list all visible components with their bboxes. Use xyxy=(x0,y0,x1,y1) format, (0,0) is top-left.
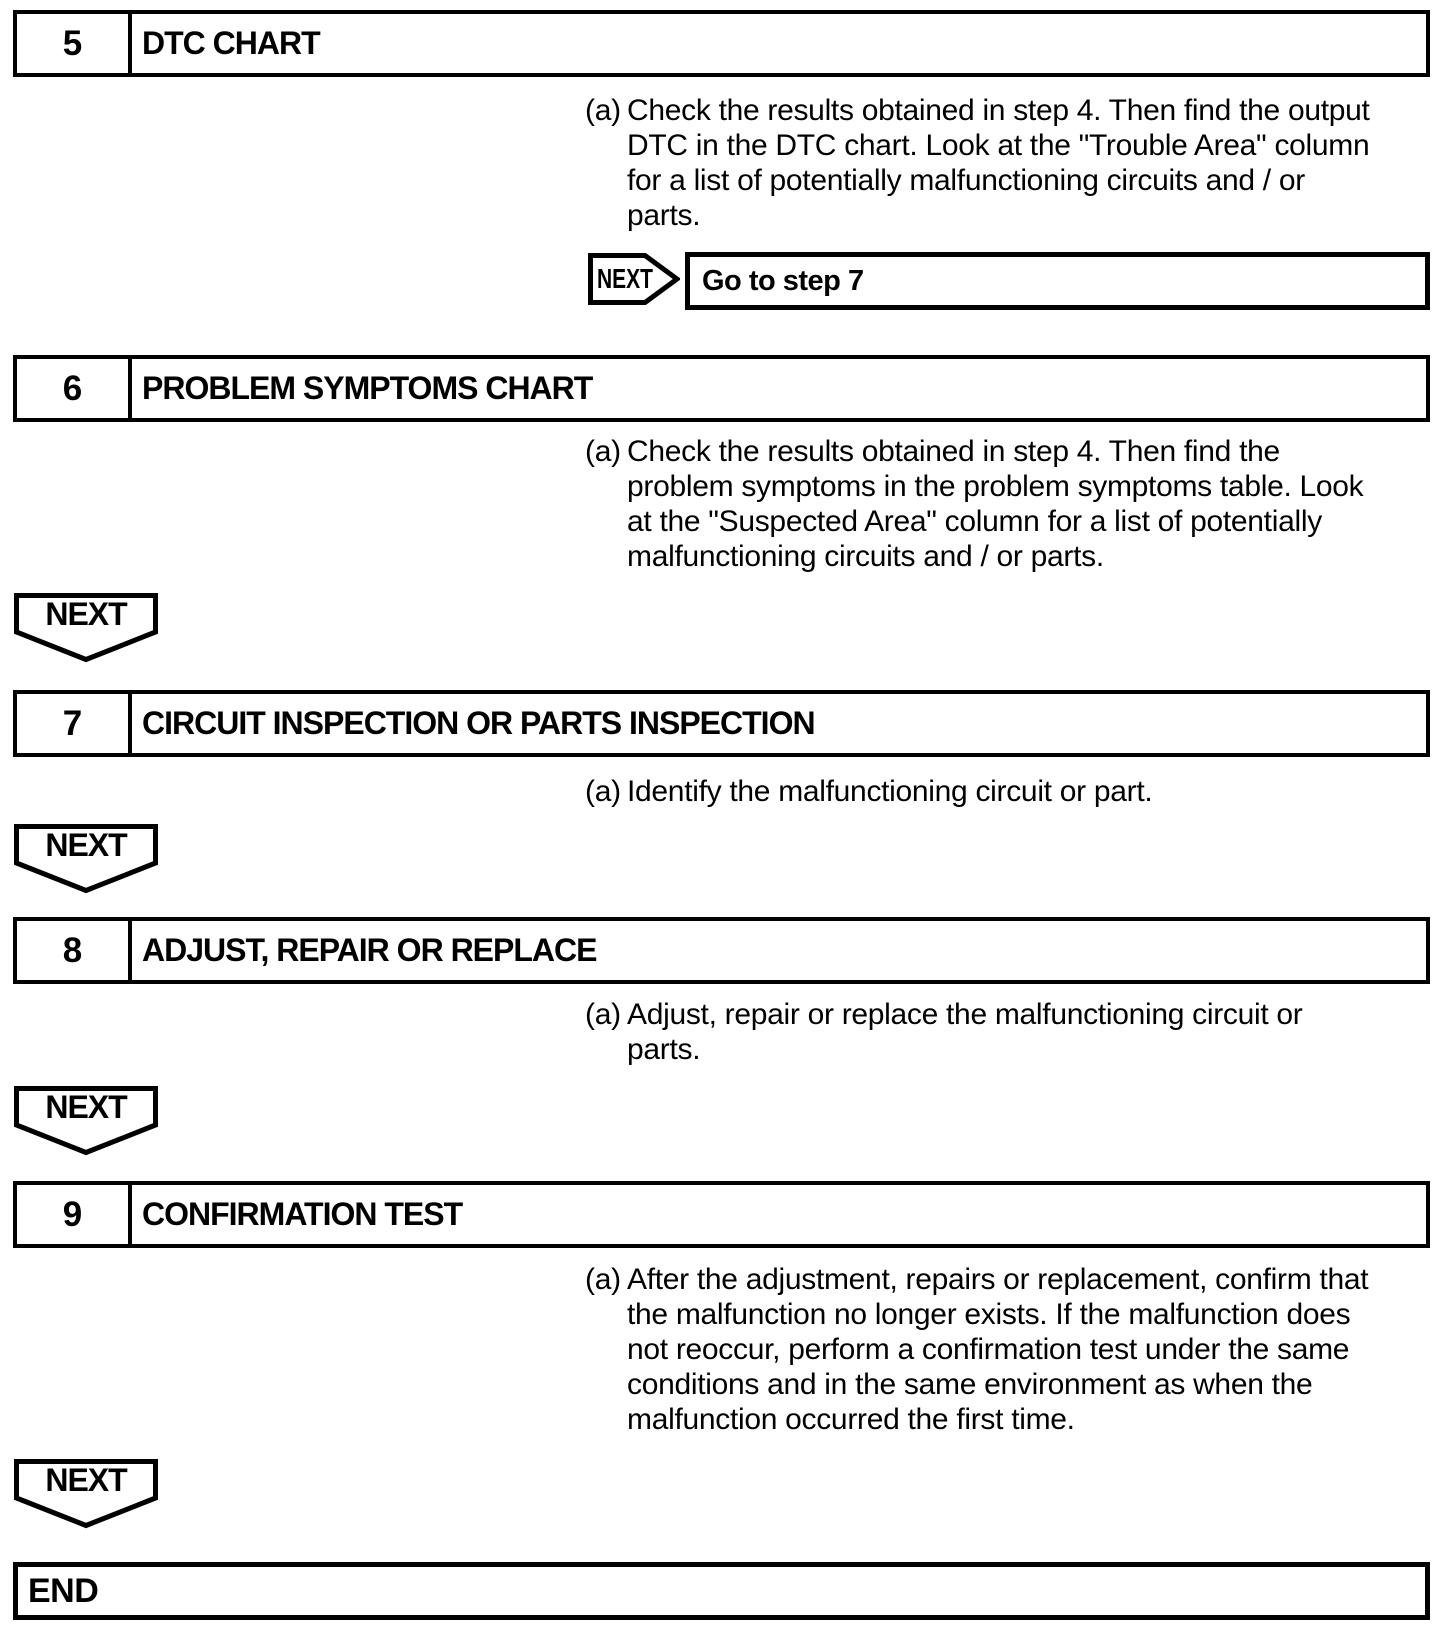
next-label: NEXT xyxy=(45,595,127,632)
step-section-9: 9 CONFIRMATION TEST (a) After the adjust… xyxy=(0,1181,1456,1529)
step-section-6: 6 PROBLEM SYMPTOMS CHART (a) Check the r… xyxy=(0,355,1456,663)
next-arrow-down: NEXT xyxy=(14,1086,158,1156)
instruction: (a) Adjust, repair or replace the malfun… xyxy=(585,997,1456,1067)
instruction-text: After the adjustment, repairs or replace… xyxy=(627,1263,1369,1436)
instruction-label: (a) xyxy=(585,1263,621,1296)
next-label: NEXT xyxy=(45,1461,127,1498)
step-header: 9 CONFIRMATION TEST xyxy=(13,1181,1430,1248)
instruction-text: Check the results obtained in step 4. Th… xyxy=(627,94,1370,232)
step-title: DTC CHART xyxy=(142,25,321,61)
instruction: (a) Check the results obtained in step 4… xyxy=(585,434,1456,574)
instruction-label: (a) xyxy=(585,775,621,808)
instruction-label: (a) xyxy=(585,998,621,1031)
instruction-label: (a) xyxy=(585,435,621,468)
step-header: 7 CIRCUIT INSPECTION OR PARTS INSPECTION xyxy=(13,690,1430,757)
result-text: Go to step 7 xyxy=(702,264,864,297)
step-number: 9 xyxy=(17,1185,132,1244)
next-right-arrow-icon xyxy=(588,253,680,305)
step-header: 8 ADJUST, REPAIR OR REPLACE xyxy=(13,917,1430,984)
step-number: 6 xyxy=(17,359,132,418)
end-label: END xyxy=(28,1571,99,1610)
next-label: NEXT xyxy=(45,826,127,863)
step-number: 5 xyxy=(17,14,132,73)
next-arrow-down: NEXT xyxy=(14,593,158,663)
next-arrow-down: NEXT xyxy=(14,1459,158,1529)
next-down-arrow-icon xyxy=(14,1086,158,1156)
result-box: Go to step 7 xyxy=(685,252,1430,310)
step-number: 8 xyxy=(17,921,132,980)
next-down-arrow-icon xyxy=(14,1459,158,1529)
step-title: ADJUST, REPAIR OR REPLACE xyxy=(142,932,597,968)
next-label: NEXT xyxy=(45,1088,127,1125)
step-number: 7 xyxy=(17,694,132,753)
step-header: 6 PROBLEM SYMPTOMS CHART xyxy=(13,355,1430,422)
instruction-label: (a) xyxy=(585,94,621,127)
instruction: (a) Check the results obtained in step 4… xyxy=(585,93,1456,233)
instruction-text: Adjust, repair or replace the malfunctio… xyxy=(627,998,1303,1066)
instruction-text: Identify the malfunctioning circuit or p… xyxy=(627,775,1153,808)
next-down-arrow-icon xyxy=(14,593,158,663)
step-section-7: 7 CIRCUIT INSPECTION OR PARTS INSPECTION… xyxy=(0,690,1456,894)
step-title: CIRCUIT INSPECTION OR PARTS INSPECTION xyxy=(142,705,816,741)
step-title: CONFIRMATION TEST xyxy=(142,1196,463,1232)
next-arrow-right: NEXT xyxy=(588,253,680,305)
end-terminator: END xyxy=(13,1562,1430,1620)
step-title: PROBLEM SYMPTOMS CHART xyxy=(142,370,593,406)
next-arrow-down: NEXT xyxy=(14,824,158,894)
step-section-5: 5 DTC CHART (a) Check the results obtain… xyxy=(0,10,1456,310)
instruction-text: Check the results obtained in step 4. Th… xyxy=(627,435,1364,573)
instruction: (a) Identify the malfunctioning circuit … xyxy=(585,774,1456,809)
next-down-arrow-icon xyxy=(14,824,158,894)
next-label: NEXT xyxy=(597,263,654,294)
step-section-8: 8 ADJUST, REPAIR OR REPLACE (a) Adjust, … xyxy=(0,917,1456,1156)
next-connector-row: NEXT Go to step 7 xyxy=(588,252,1430,310)
instruction: (a) After the adjustment, repairs or rep… xyxy=(585,1262,1456,1437)
step-header: 5 DTC CHART xyxy=(13,10,1430,77)
